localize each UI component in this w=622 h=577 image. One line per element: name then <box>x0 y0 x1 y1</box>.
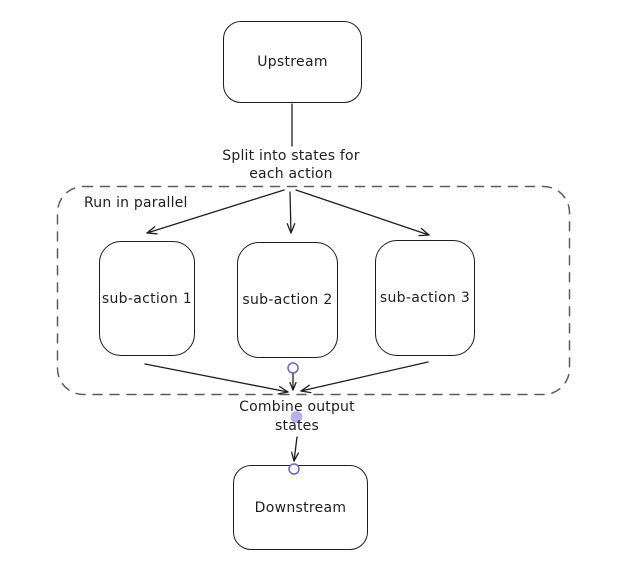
arrowhead <box>286 223 296 234</box>
subaction2-output-connection-point <box>287 362 299 374</box>
parallel-group-label: Run in parallel <box>84 195 188 211</box>
edge-split-to-subaction1 <box>146 189 285 235</box>
node-sub-action-2-label: sub-action 2 <box>242 292 333 308</box>
edge-split-to-subaction2 <box>286 191 296 234</box>
split-annotation: Split into states for each action <box>181 147 401 183</box>
node-sub-action-2: sub-action 2 <box>237 242 338 358</box>
node-sub-action-1-label: sub-action 1 <box>101 290 193 307</box>
edge-subaction3-to-combine <box>300 361 429 394</box>
combine-annotation-line2: states <box>275 418 319 434</box>
node-sub-action-1: sub-action 1 <box>99 241 195 356</box>
split-annotation-line2: each action <box>249 166 333 182</box>
arrowhead <box>289 381 297 391</box>
edge-subaction1-to-combine <box>144 363 289 395</box>
node-downstream: Downstream <box>233 465 368 550</box>
parallel-group-border <box>56 185 571 396</box>
edge-split-to-subaction3 <box>295 189 430 237</box>
combine-annotation: Combine output states <box>207 398 387 436</box>
arrowhead <box>277 385 289 395</box>
node-upstream-label: Upstream <box>257 54 328 70</box>
edge-subaction2-to-combine <box>289 372 297 391</box>
node-sub-action-3-label: sub-action 3 <box>379 290 471 306</box>
combine-connection-dot <box>290 411 303 423</box>
split-annotation-line1: Split into states for <box>222 148 360 164</box>
combine-annotation-line1: Combine output <box>239 399 355 415</box>
downstream-input-connection-point <box>288 463 300 475</box>
arrowhead <box>291 451 300 462</box>
node-sub-action-3: sub-action 3 <box>375 240 475 356</box>
node-downstream-label: Downstream <box>254 499 347 516</box>
edge-combine-to-downstream <box>291 436 300 462</box>
arrowhead <box>146 226 158 235</box>
node-upstream: Upstream <box>223 21 362 103</box>
arrowhead <box>418 227 430 237</box>
arrowhead <box>300 384 312 394</box>
